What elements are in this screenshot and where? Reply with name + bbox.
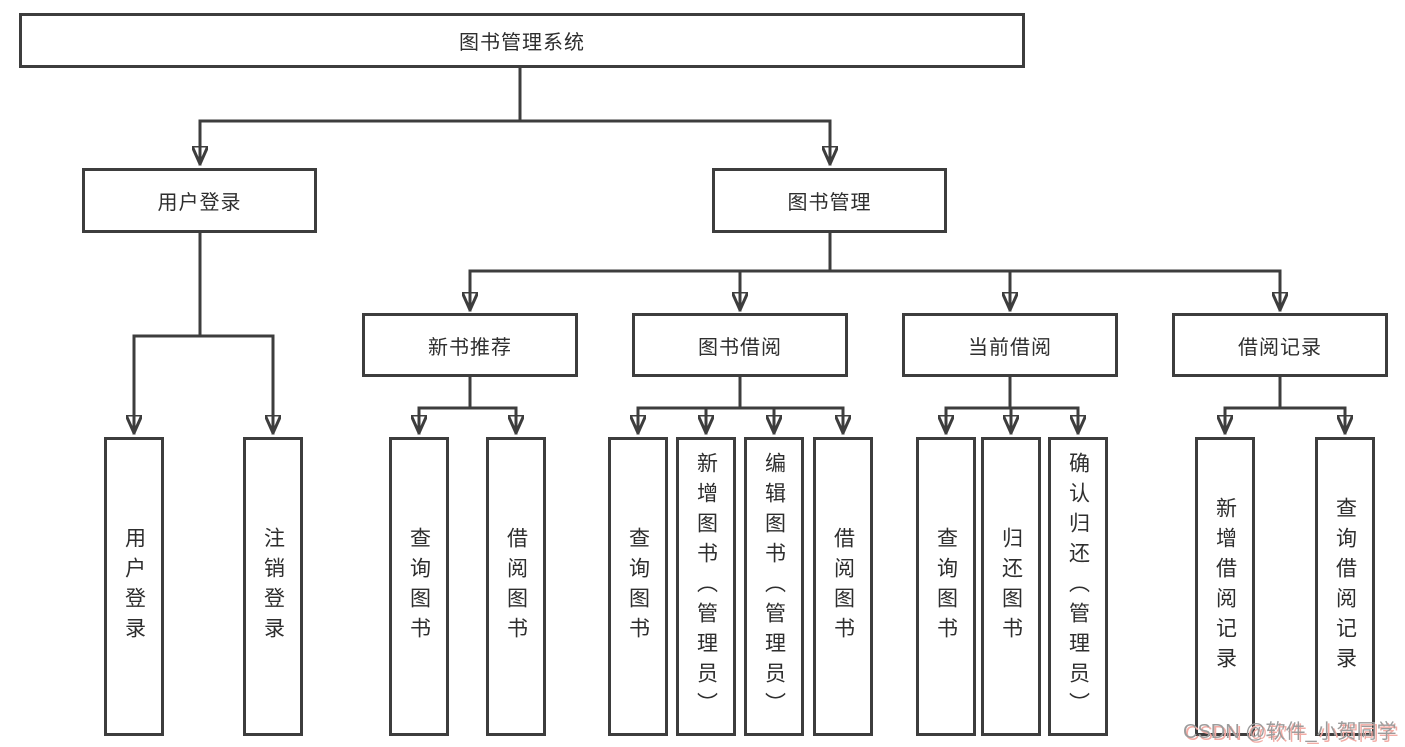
leaf-records-add-record: 新增借阅记录 (1195, 437, 1255, 736)
leaf-user-login: 用户登录 (104, 437, 164, 736)
csdn-watermark: CSDN @软件_小贺同学 (1183, 721, 1397, 743)
node-book-management: 图书管理 (712, 168, 947, 233)
leaf-newbooks-borrow-books: 借阅图书 (486, 437, 546, 736)
leaf-current-confirm-return-admin: 确认归还（管理员） (1048, 437, 1108, 736)
leaf-records-query-record: 查询借阅记录 (1315, 437, 1375, 736)
leaf-current-query-books: 查询图书 (916, 437, 976, 736)
leaf-borrow-add-books-admin: 新增图书（管理员） (676, 437, 736, 736)
leaf-current-return-books: 归还图书 (981, 437, 1041, 736)
node-current-borrow: 当前借阅 (902, 313, 1118, 377)
node-borrow-records: 借阅记录 (1172, 313, 1388, 377)
node-user-login: 用户登录 (82, 168, 317, 233)
leaf-borrow-edit-books-admin: 编辑图书（管理员） (744, 437, 804, 736)
leaf-borrow-query-books: 查询图书 (608, 437, 668, 736)
leaf-newbooks-query-books: 查询图书 (389, 437, 449, 736)
leaf-logout: 注销登录 (243, 437, 303, 736)
leaf-borrow-borrow-books: 借阅图书 (813, 437, 873, 736)
node-new-book-recommend: 新书推荐 (362, 313, 578, 377)
node-book-borrow: 图书借阅 (632, 313, 848, 377)
node-root-library-system: 图书管理系统 (19, 13, 1025, 68)
